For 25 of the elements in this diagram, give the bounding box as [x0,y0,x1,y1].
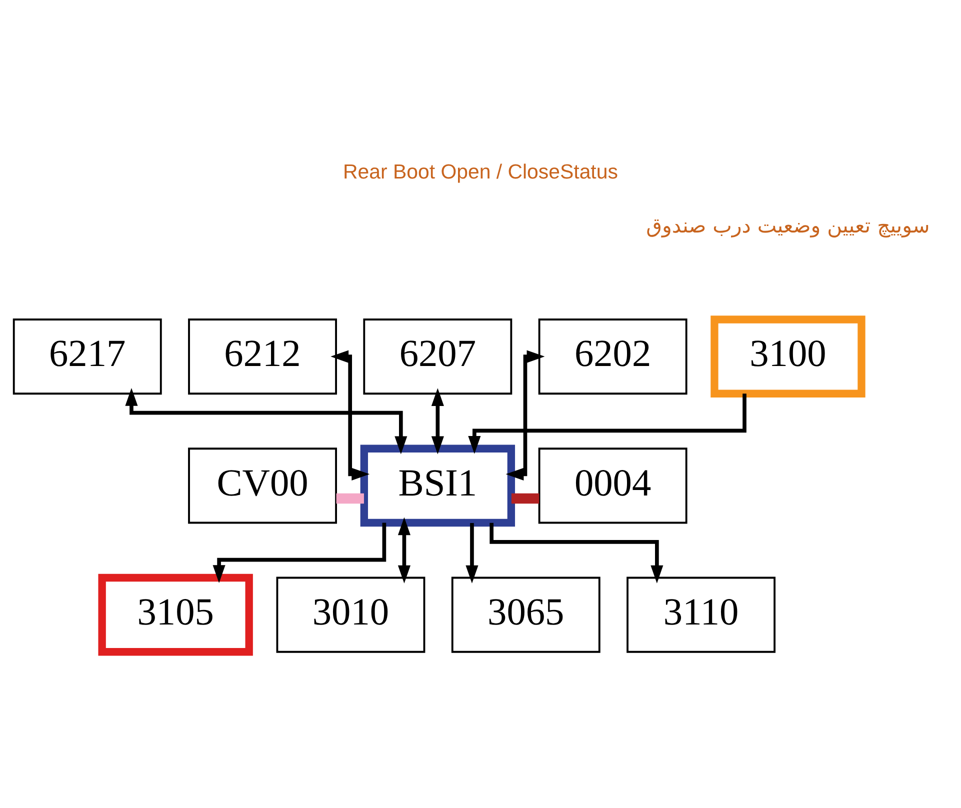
node-box: 6202 [538,318,688,394]
arrow [212,522,386,583]
node-box: 6217 [12,318,162,394]
arrow [466,522,478,583]
node-box: 3010 [276,576,426,652]
arrow [431,388,444,454]
arrow [330,350,370,480]
arrow [468,393,746,454]
diagram-title: Rear Boot Open / CloseStatus [343,160,618,184]
node-box: 3110 [626,576,776,652]
node-box: 0004 [538,447,688,524]
connector [511,492,540,504]
arrow [398,516,410,583]
arrow [506,350,545,480]
node-box: 6207 [363,318,512,394]
arrow [490,522,664,583]
arrow [125,387,408,454]
node-box: 6212 [188,318,337,394]
node-box: 3105 [98,573,253,656]
connector [336,492,364,504]
label: سوییچ تعیین وضعیت درب صندوق [646,212,930,237]
node-box: 3100 [710,315,866,397]
node-box: 3065 [451,576,600,652]
node-box: CV00 [188,447,337,524]
node-box: BSI1 [360,444,516,526]
